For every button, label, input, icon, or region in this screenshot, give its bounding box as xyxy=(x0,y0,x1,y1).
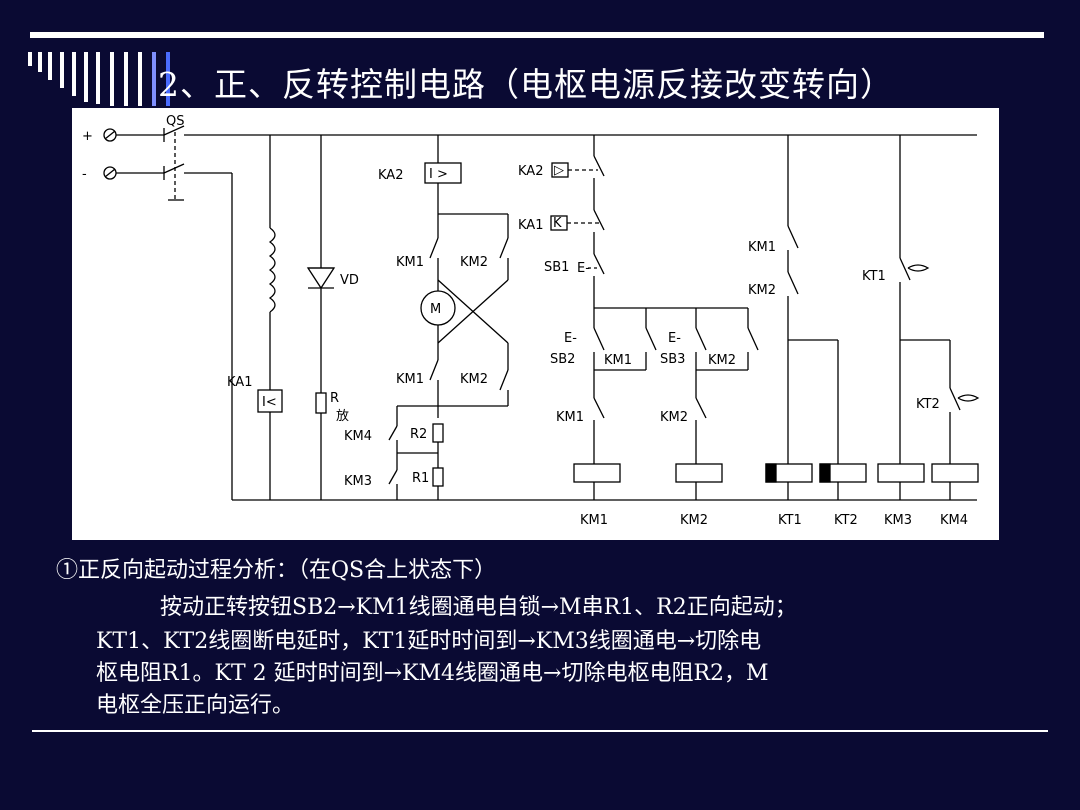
circuit-diagram: + - QS I< KA1 xyxy=(72,108,999,540)
svg-text:VD: VD xyxy=(340,273,359,288)
svg-text:KM1: KM1 xyxy=(396,255,424,270)
svg-text:M: M xyxy=(430,302,441,317)
svg-text:R2: R2 xyxy=(410,427,427,442)
svg-text:KM2: KM2 xyxy=(748,283,776,298)
svg-text:R: R xyxy=(330,391,339,406)
svg-text:KM1: KM1 xyxy=(556,410,584,425)
svg-text:放: 放 xyxy=(336,409,349,424)
armature-bridge: I > KA2 KM1 KM2 M KM1 xyxy=(344,135,509,500)
svg-text:KM1: KM1 xyxy=(580,513,608,528)
svg-text:E-: E- xyxy=(577,261,590,276)
svg-text:KM1: KM1 xyxy=(604,353,632,368)
svg-text:KM4: KM4 xyxy=(940,513,968,528)
svg-text:KM2: KM2 xyxy=(660,410,688,425)
analysis-line-1: 按动正转按钮SB2→KM1线圈通电自锁→M串R1、R2正向起动； xyxy=(160,595,797,620)
svg-text:I<: I< xyxy=(262,395,277,410)
svg-text:KA1: KA1 xyxy=(518,218,543,233)
vd-diode-branch: VD R 放 xyxy=(306,135,359,500)
coil-row: KM1 KM2 KT1 KT2 KM3 KM4 xyxy=(573,463,979,528)
svg-text:KT1: KT1 xyxy=(778,513,802,528)
svg-text:SB3: SB3 xyxy=(660,352,685,367)
analysis-line-4: 电枢全压正向运行。 xyxy=(96,693,295,718)
svg-text:KM3: KM3 xyxy=(344,474,372,489)
svg-text:K: K xyxy=(553,216,562,231)
control-contacts: ▷ KA2 K KA1 SB1 E- E- SB2 KM1 xyxy=(518,135,759,464)
svg-text:KM2: KM2 xyxy=(708,353,736,368)
svg-text:▷: ▷ xyxy=(554,163,564,178)
analysis-line-2: KT1、KT2线圈断电延时，KT1延时时间到→KM3线圈通电→切除电 xyxy=(96,629,762,654)
svg-text:-: - xyxy=(82,167,87,182)
svg-text:R1: R1 xyxy=(412,471,429,486)
svg-text:KM2: KM2 xyxy=(460,255,488,270)
svg-text:SB2: SB2 xyxy=(550,352,575,367)
supply-terminals: + - xyxy=(82,128,165,182)
top-rule xyxy=(30,32,1044,38)
svg-text:+: + xyxy=(82,129,93,144)
svg-text:KM2: KM2 xyxy=(680,513,708,528)
analysis-line-3: 枢电阻R1。KT 2 延时时间到→KM4线圈通电→切除电枢电阻R2，M xyxy=(96,661,769,686)
svg-text:QS: QS xyxy=(166,114,184,129)
svg-text:I >: I > xyxy=(429,167,448,182)
svg-text:KM3: KM3 xyxy=(884,513,912,528)
svg-text:KT2: KT2 xyxy=(916,397,940,412)
svg-text:KM1: KM1 xyxy=(396,372,424,387)
slide-title: 2、正、反转控制电路（电枢电源反接改变转向） xyxy=(158,65,894,104)
svg-text:KT1: KT1 xyxy=(862,269,886,284)
bottom-rule xyxy=(32,730,1048,732)
svg-text:SB1: SB1 xyxy=(544,260,569,275)
svg-text:E-: E- xyxy=(668,331,681,346)
timer-branches: KM1 KM2 KT1 KT2 xyxy=(748,135,980,464)
analysis-heading: ①正反向起动过程分析：（在QS合上状态下） xyxy=(56,558,497,583)
title-stripes-decoration xyxy=(28,52,188,108)
svg-text:KA2: KA2 xyxy=(518,164,543,179)
svg-text:KM1: KM1 xyxy=(748,240,776,255)
svg-text:KM4: KM4 xyxy=(344,429,372,444)
svg-text:KT2: KT2 xyxy=(834,513,858,528)
svg-text:E-: E- xyxy=(564,331,577,346)
svg-text:KA1: KA1 xyxy=(227,375,252,390)
qs-switch: QS xyxy=(163,114,977,201)
svg-text:KA2: KA2 xyxy=(378,168,403,183)
field-winding: I< KA1 xyxy=(227,135,283,500)
svg-text:KM2: KM2 xyxy=(460,372,488,387)
